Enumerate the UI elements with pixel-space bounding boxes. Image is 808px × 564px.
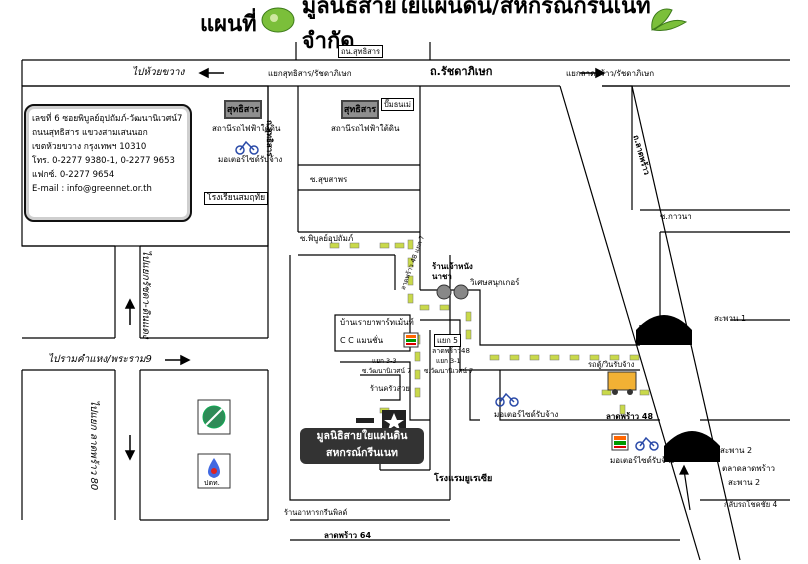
- address-box: เลขที่ 6 ซอยพิบูลย์อุปถัมภ์-วัฒนานิเวศน์…: [24, 104, 192, 222]
- to-huai-khwang-label: ไปห้วยขวาง: [132, 67, 185, 78]
- address-line: ถนนสุทธิสาร แขวงสามเสนนอก: [32, 128, 148, 138]
- snooker-icon: [436, 284, 469, 300]
- to-pracha-label: ไปรามคำแหง/พระราม9: [48, 354, 152, 365]
- moto-label-3: มอเตอร์ไซด์รับจ้าง: [610, 456, 675, 465]
- hotel-label: โรงแรมยูเรเซีย: [434, 474, 493, 484]
- u-turn-label: กลับรถโชคชัย 4: [724, 500, 778, 509]
- destination-label: มูลนิธิสายใยแผ่นดิน สหกรณ์กรีนเนท: [300, 428, 424, 464]
- songthaew-icon: [607, 371, 637, 395]
- lat-phrao-road: [559, 85, 790, 561]
- bridge-1: [636, 315, 692, 345]
- bridge-1-label: สะพาน 1: [714, 314, 747, 323]
- soi-3-3-label: แยก 3-3: [372, 357, 397, 365]
- ptt-label: ปตท.: [204, 479, 220, 487]
- bridge-2: [664, 431, 720, 462]
- lat-phrao-48-label: ลาดพร้าว 48: [606, 412, 654, 421]
- ptt-icon: [197, 453, 231, 489]
- wiset-snooker-label: วิเศษสนุกเกอร์: [470, 278, 520, 287]
- destination-star-icon: [356, 410, 406, 432]
- address-line: เลขที่ 6 ซอยพิบูลย์อุปถัมภ์-วัฒนานิเวศน์…: [32, 114, 183, 124]
- watthana-7b-label: ซ.วัฒนานิเวศน์ 7: [424, 367, 474, 375]
- logo-leaf-icon-left: [261, 7, 295, 33]
- direction-arrows: [124, 67, 606, 461]
- motorbike-icon-1: [235, 140, 259, 155]
- mrt-station-label-1: สถานีรถไฟฟ้าใต้ดิน: [212, 124, 281, 133]
- email-line: E-mail : info@greennet.or.th: [32, 184, 152, 194]
- to-din-daeng-label: ไปแยกรัชดา-ดินแดง: [140, 250, 151, 339]
- junction-right-label: แยกลาดพร้าว/รัชดาภิเษก: [566, 69, 655, 78]
- house-print-label: บ้านเรายาพาร์ทเม้นท์: [340, 318, 414, 327]
- restaurant-label: ร้านอาหารกรีนพิลด์: [284, 508, 348, 517]
- shop-noodle-label: ร้านเจ้าหนังนาชา: [432, 262, 473, 281]
- title-name: มูลนิธิสายใยแผ่นดิน/สหกรณ์กรีนเนท จำกัด: [301, 0, 651, 54]
- junction-left-label: แยกสุทธิสาร/รัชดาภิเษก: [268, 69, 352, 78]
- soi-kawana-label: ซ.กาวนา: [660, 212, 692, 221]
- pttep-icon: [197, 399, 231, 435]
- mrt-station-label-2: สถานีรถไฟฟ้าใต้ดิน: [331, 124, 400, 133]
- mrt-sign-1: สุทธิสาร: [224, 100, 262, 119]
- ratchadaphisek-label: ถ.รัชดาภิเษก: [430, 65, 493, 78]
- sutthisan-top-label: ถน.สุทธิสาร: [338, 45, 383, 58]
- soi-phibun-label: ซ.พิบูลย์อุปถัมภ์: [300, 234, 354, 243]
- soi-5-label: แยก 5: [434, 334, 461, 347]
- moto-label-1: มอเตอร์ไซด์รับจ้าง: [218, 155, 283, 164]
- soi-network: [289, 86, 680, 541]
- market-label: ตลาดลาดพร้าว: [722, 464, 775, 473]
- lat-phrao-64-label: ลาดพร้าว 64: [324, 531, 372, 540]
- left-blocks: [21, 85, 269, 521]
- destination-line-1: มูลนิธิสายใยแผ่นดิน: [316, 430, 408, 442]
- shop-small-label: ร้านครัวสวย: [370, 384, 410, 393]
- mrt-sign-2: สุทธิสาร: [341, 100, 379, 119]
- watthana-7a-label: ซ.วัฒนานิเวศน์ 7: [362, 367, 412, 375]
- u-turn-icon: [679, 464, 691, 511]
- destination-line-2: สหกรณ์กรีนเนท: [326, 447, 398, 459]
- soi-sutthisan48-label: ลาดพร้าว48: [432, 347, 470, 355]
- soi-3-1-label: แยก 3-1: [436, 357, 461, 365]
- seven-eleven-icon: [403, 332, 419, 348]
- cc-mansion-label: C C แมนชั่น: [340, 336, 384, 345]
- soi-sukhaphon-label: ซ.สุขสาพร: [310, 175, 348, 184]
- address-line: เขตห้วยขวาง กรุงเทพฯ 10310: [32, 142, 147, 152]
- market2-label: สะพาน 2: [728, 478, 761, 487]
- seven-eleven-icon-2: [611, 433, 629, 451]
- to-lat-phrao-80-label: ไปแยก ลาดพร้าว 80: [88, 400, 99, 491]
- phone-line: โทร. 0-2277 9380-1, 0-2277 9653: [32, 156, 175, 166]
- motorbike-icon-2: [495, 392, 519, 407]
- title-prefix: แผนที่: [200, 11, 257, 37]
- bank-label: ปั๊มธนเม่: [381, 98, 414, 111]
- bridge-2-label: สะพาน 2: [720, 446, 753, 455]
- fax-line: แฟกซ์. 0-2277 9654: [32, 170, 115, 180]
- motorbike-icon-3: [635, 436, 659, 451]
- school-label: โรงเรียนสมฤทัย: [204, 192, 269, 205]
- moto-label-2: มอเตอร์ไซด์รับจ้าง: [494, 410, 559, 419]
- logo-leaf-icon-right: [651, 8, 688, 31]
- taxi-stand-label: รถตู้/วินรับจ้าง: [588, 360, 635, 369]
- route-dashes: [329, 239, 650, 415]
- map-title: แผนที่ มูลนิธิสายใยแผ่นดิน/สหกรณ์กรีนเนท…: [200, 0, 700, 54]
